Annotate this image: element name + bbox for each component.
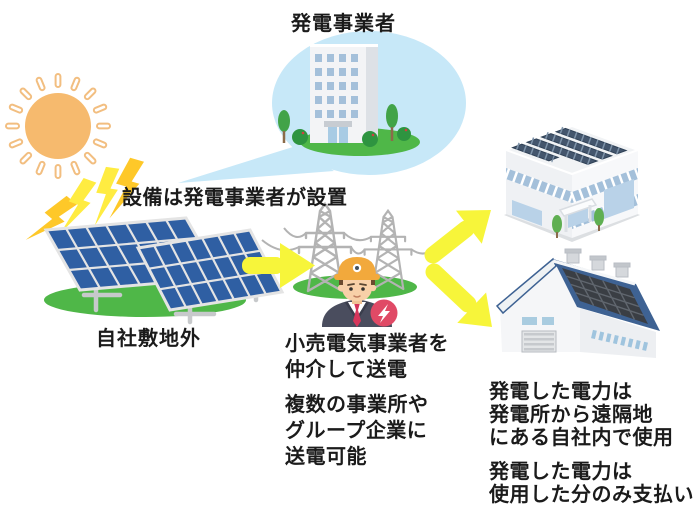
site-label: 自社敷地外 <box>96 328 201 350</box>
arrow-right-icon <box>242 243 315 288</box>
arrow-up-right-icon <box>424 210 491 264</box>
bubble-title: 発電事業者 <box>291 13 396 35</box>
payment-note: 発電した電力は 使用した分のみ支払い <box>489 461 694 506</box>
factory-icon <box>495 248 660 358</box>
office-building-icon <box>503 124 641 242</box>
install-note: 設備は発電事業者が設置 <box>122 187 348 209</box>
solar-panels-icon <box>43 216 285 325</box>
utility-worker-icon <box>322 257 398 327</box>
retail-note: 小売電気事業者を 仲介して送電 <box>285 333 449 381</box>
generator-building-icon <box>278 44 420 156</box>
multi-site-note: 複数の事業所や グループ企業に 送電可能 <box>285 394 429 468</box>
remote-use-note: 発電した電力は 発電所から遠隔地 にある自社内で使用 <box>489 381 674 449</box>
electricity-badge-icon <box>370 299 398 327</box>
arrow-down-right-icon <box>425 263 492 327</box>
sun-icon <box>5 73 111 179</box>
